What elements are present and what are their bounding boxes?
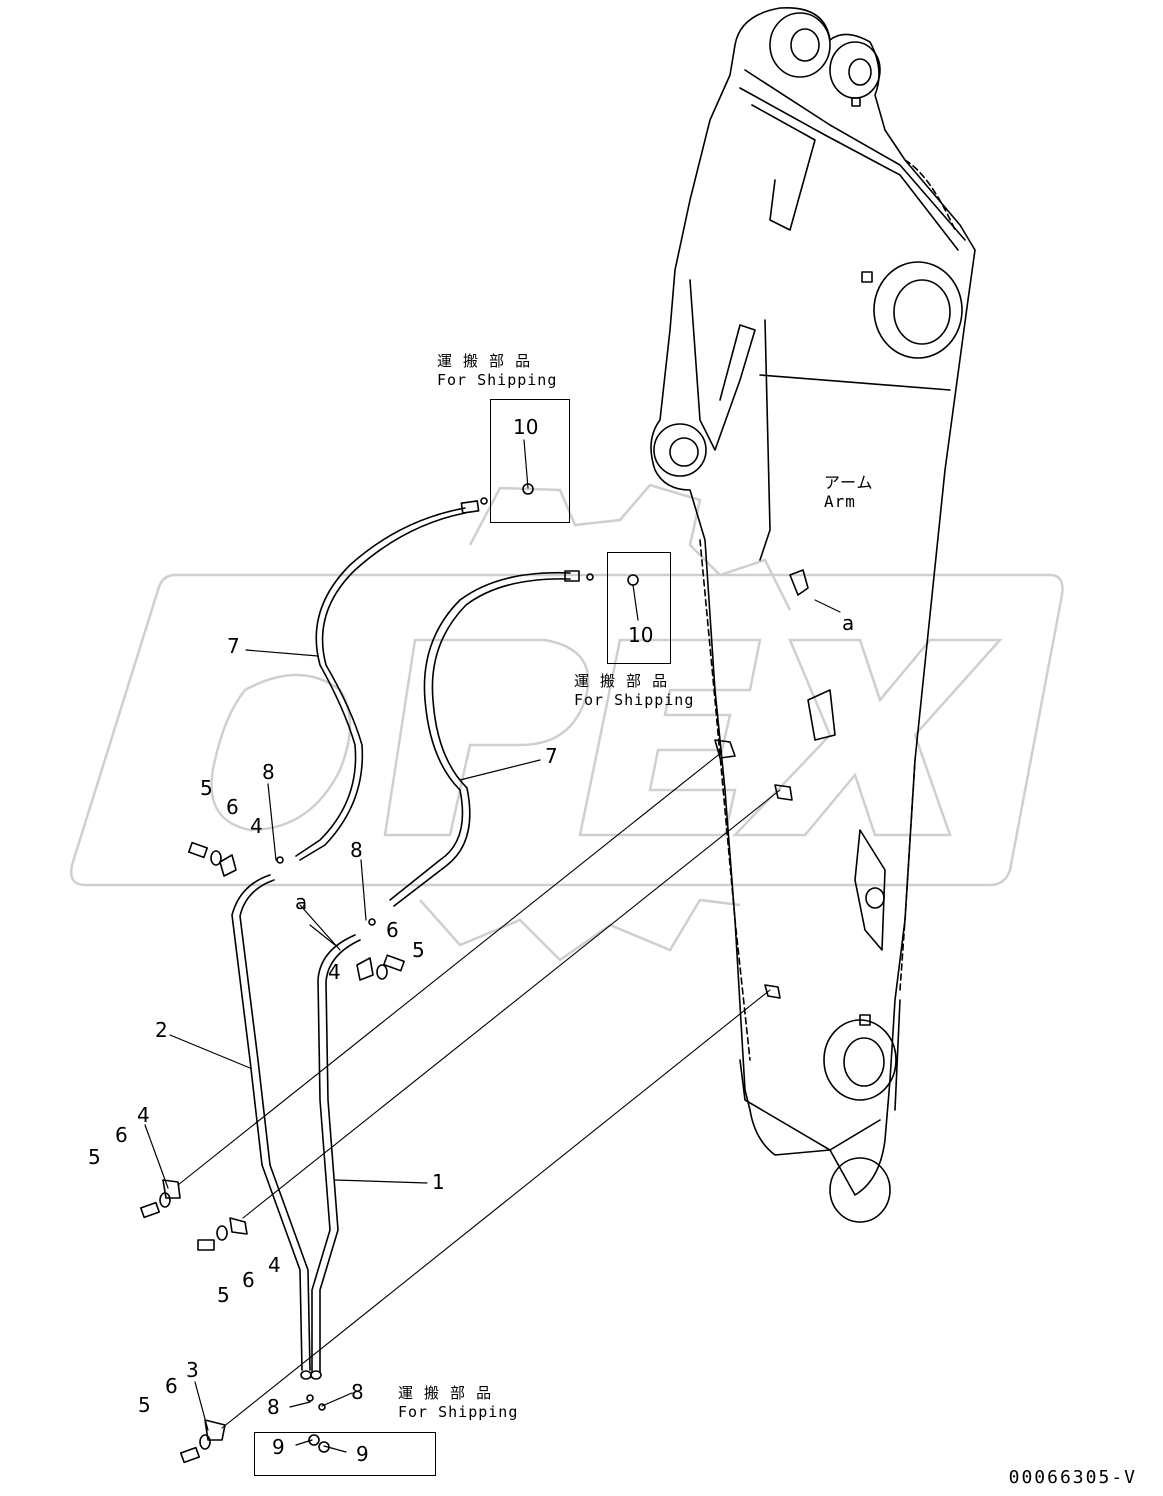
callout-8-upper: 8 — [262, 760, 275, 784]
callout-6-lower1: 6 — [115, 1123, 128, 1147]
clamp-set-lower-2 — [197, 1217, 248, 1251]
callout-1: 1 — [432, 1170, 445, 1194]
document-number: 00066305-V — [1008, 1467, 1137, 1488]
shipping-note-right-en: For Shipping — [574, 691, 695, 709]
callout-10-top: 10 — [513, 415, 539, 439]
shipping-note-right-jp: 運 搬 部 品 — [574, 672, 669, 690]
arm-label-jp: アーム — [824, 473, 874, 492]
callout-a-center: a — [295, 890, 308, 914]
arm-clamp-brackets — [714, 569, 886, 999]
callout-7-right: 7 — [545, 744, 558, 768]
callout-10-right: 10 — [628, 623, 654, 647]
clamp-set-lower-1 — [139, 1179, 181, 1219]
callout-8-bottom-left: 8 — [267, 1395, 280, 1419]
callout-6-bottom: 6 — [165, 1374, 178, 1398]
arm-body — [650, 7, 976, 1196]
callout-6-lower2: 6 — [242, 1268, 255, 1292]
callout-5-lower2: 5 — [217, 1283, 230, 1307]
tube-2 — [231, 874, 303, 1371]
callout-5-upper: 5 — [200, 776, 213, 800]
tube-1 — [311, 934, 356, 1373]
callout-5-bottom: 5 — [138, 1393, 151, 1417]
callout-7-left: 7 — [227, 634, 240, 658]
arm-label-en: Arm — [824, 492, 856, 511]
orings-and-plugs — [276, 483, 639, 1453]
shipping-note-bottom: 運 搬 部 品 For Shipping — [398, 1384, 518, 1422]
shipping-box-bottom — [254, 1432, 436, 1476]
callout-6-center: 6 — [386, 918, 399, 942]
arm-label: アーム Arm — [824, 473, 874, 511]
callout-8-bottom-right: 8 — [351, 1380, 364, 1404]
callout-5-center: 5 — [412, 938, 425, 962]
shipping-note-bottom-jp: 運 搬 部 品 — [398, 1384, 493, 1402]
callout-4-lower2: 4 — [268, 1253, 281, 1277]
callout-9-right: 9 — [356, 1442, 369, 1466]
callout-2: 2 — [155, 1018, 168, 1042]
callout-leaders — [144, 439, 639, 1453]
callout-5-lower1: 5 — [88, 1145, 101, 1169]
assembly-lines — [177, 599, 841, 1429]
callout-9-left: 9 — [272, 1435, 285, 1459]
clamp-set-center — [356, 954, 405, 981]
clamp-set-bottom — [179, 1419, 226, 1464]
shipping-note-bottom-en: For Shipping — [398, 1403, 519, 1421]
callout-4-lower1: 4 — [137, 1103, 150, 1127]
linework — [139, 7, 976, 1464]
shipping-note-top: 運 搬 部 品 For Shipping — [437, 352, 557, 390]
hose-7-left — [295, 507, 466, 857]
shipping-box-right — [607, 552, 671, 664]
shipping-note-top-en: For Shipping — [437, 371, 558, 389]
callout-8-center: 8 — [350, 838, 363, 862]
callout-6-upper: 6 — [226, 795, 239, 819]
shipping-note-top-jp: 運 搬 部 品 — [437, 352, 532, 370]
clamp-set-upper-left — [187, 841, 237, 877]
callout-a-arm: a — [842, 611, 855, 635]
shipping-box-top — [490, 399, 570, 523]
callout-3: 3 — [186, 1358, 199, 1382]
watermark-logo — [70, 483, 1064, 962]
hose-7-right — [389, 571, 571, 901]
shipping-note-right: 運 搬 部 品 For Shipping — [574, 672, 694, 710]
callout-4-center: 4 — [328, 960, 341, 984]
arm-pin-bosses — [653, 12, 963, 1223]
callout-4-upper: 4 — [250, 814, 263, 838]
